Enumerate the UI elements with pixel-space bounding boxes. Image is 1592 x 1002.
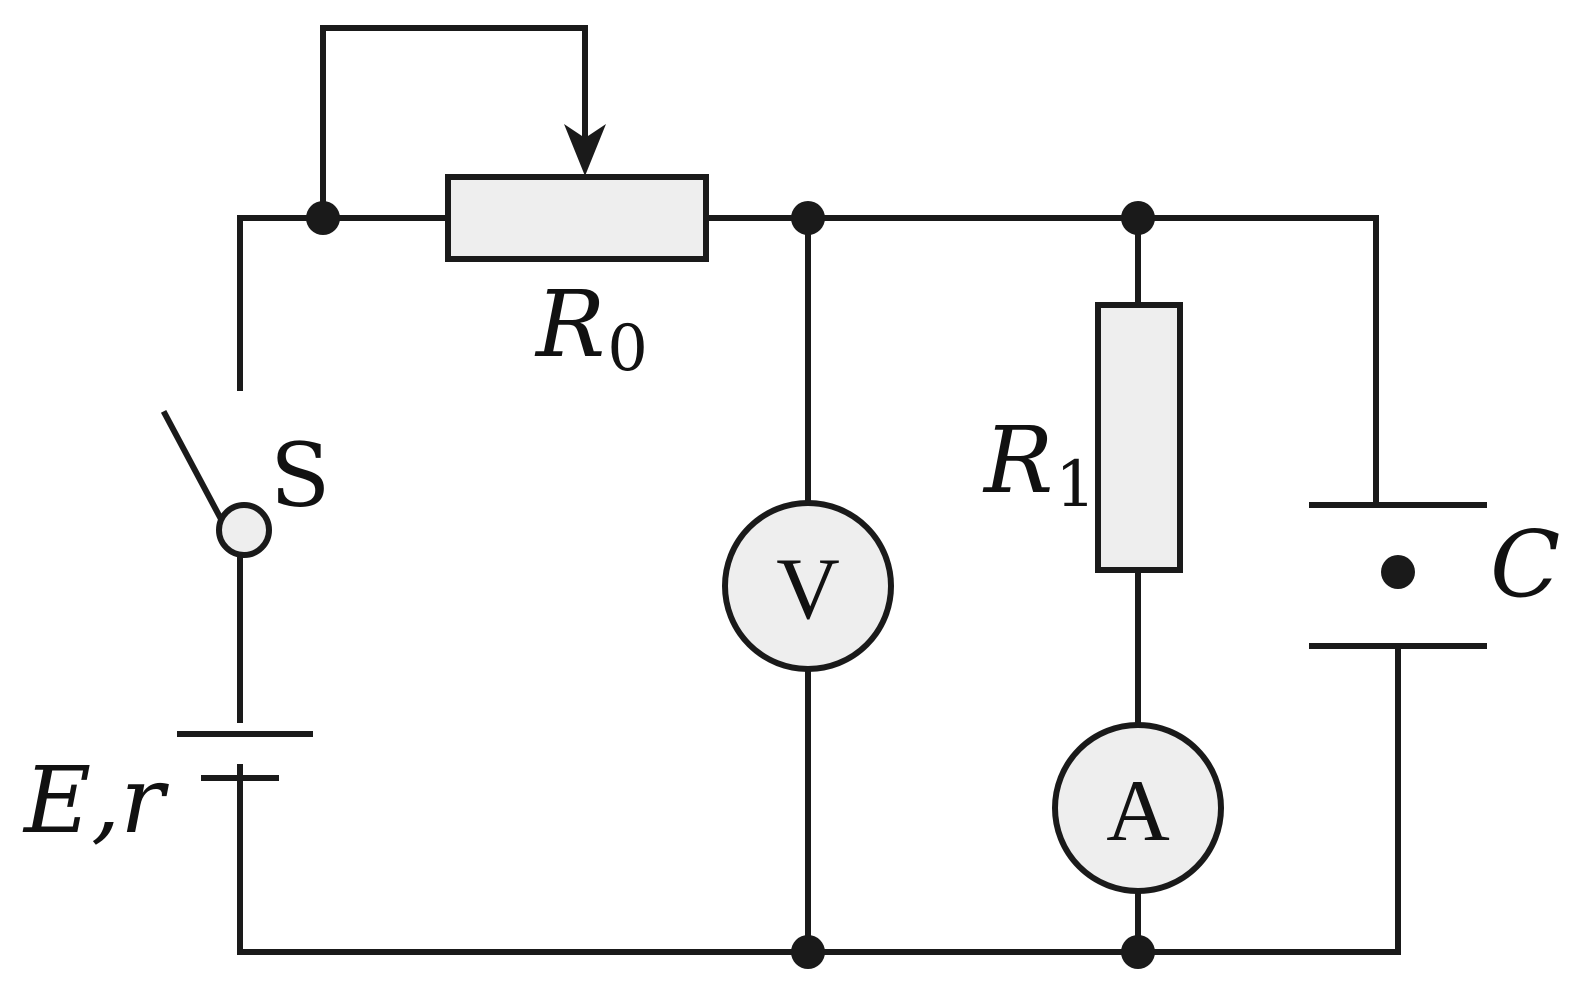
resistor-branch: A [1052,215,1224,955]
junction-node [306,201,340,235]
switch-icon [160,409,272,558]
rheostat-slider-wire [320,25,588,221]
capacitor-label: C [1490,511,1560,618]
voltmeter-label: V [776,541,840,638]
junction-node [1121,201,1155,235]
ammeter-label: A [1106,763,1170,860]
rheostat-label: R0 [534,271,648,386]
junction-node [1121,935,1155,969]
rheostat-icon [320,25,709,262]
junction-node [791,935,825,969]
switch-lever [160,409,227,526]
rheostat-body [445,174,709,262]
junction-node [791,201,825,235]
rheostat-arrow-icon [564,124,606,176]
capacitor-dot [1381,555,1415,589]
voltmeter-icon [722,500,894,672]
voltmeter-branch: V [722,215,894,955]
resistor-icon [1095,302,1183,573]
switch-pivot [216,502,272,558]
source-label: E,r [22,747,169,854]
junction-nodes [306,201,1155,969]
battery-icon [177,731,313,781]
switch-label: S [270,424,330,527]
capacitor-branch [1309,215,1487,955]
resistor-label: R1 [982,407,1096,522]
